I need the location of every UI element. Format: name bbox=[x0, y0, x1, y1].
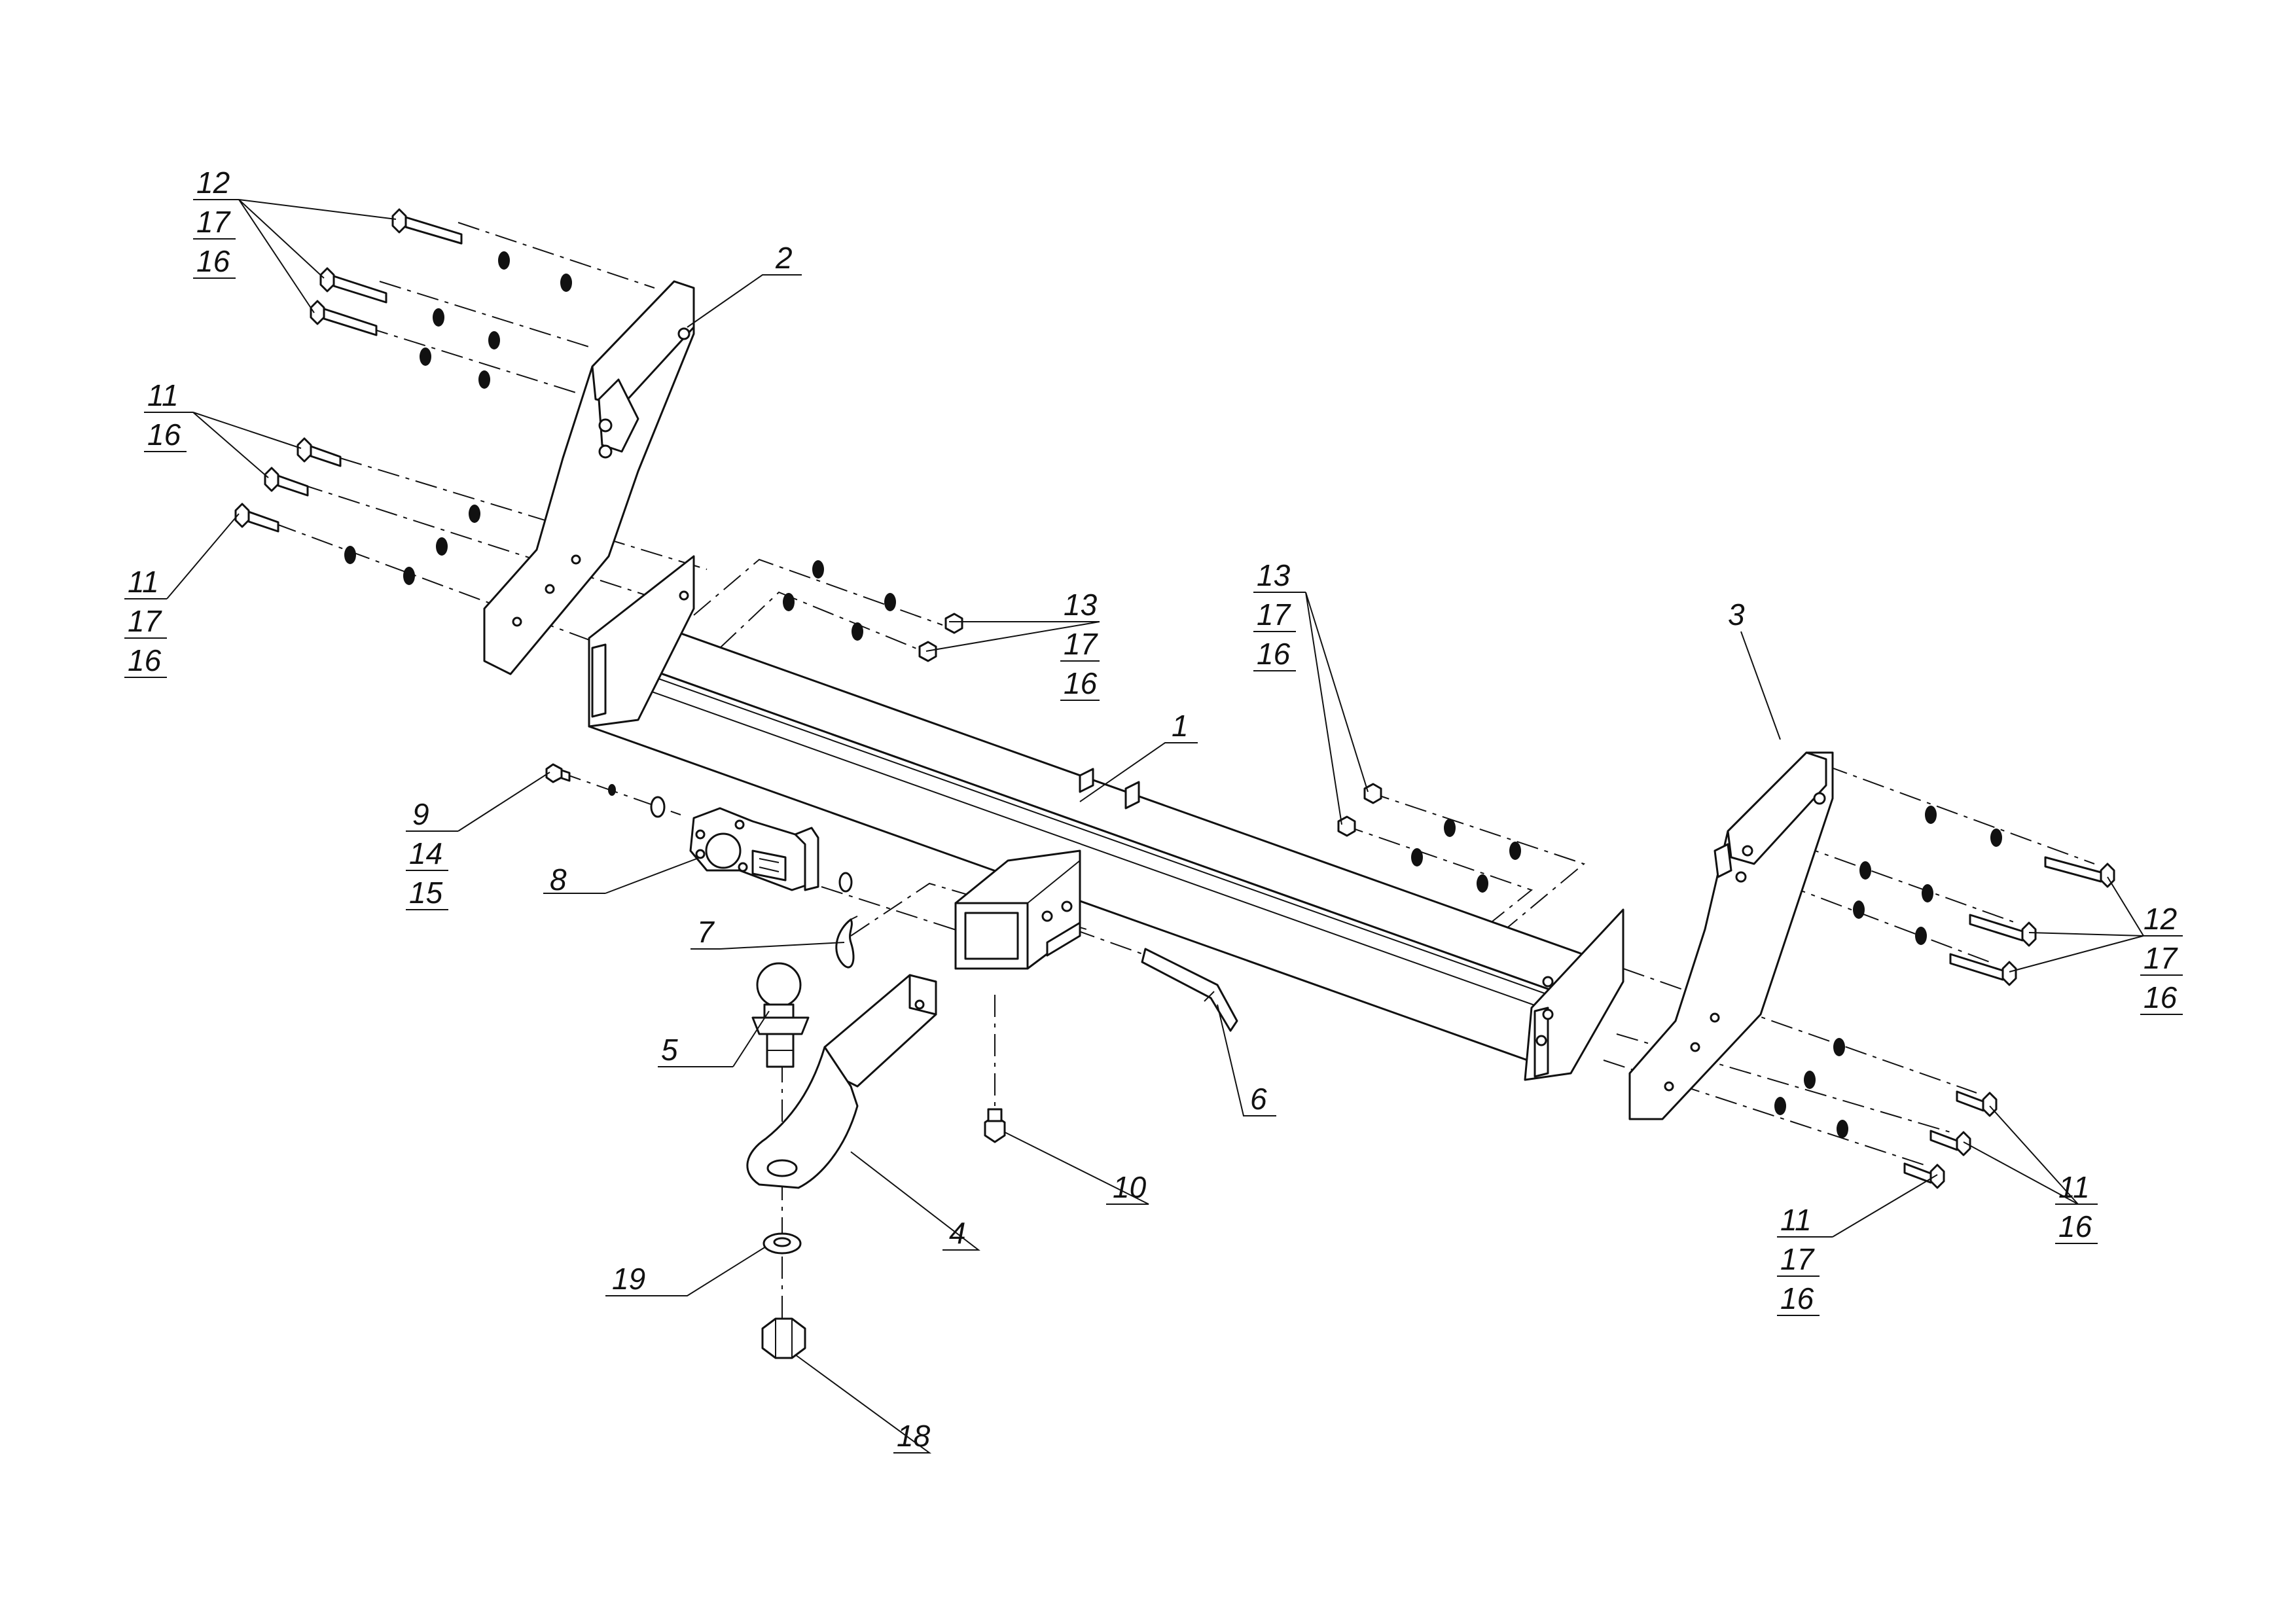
callout-12-line-3: 16 bbox=[128, 643, 162, 677]
callout-6: 6 bbox=[1244, 1082, 1276, 1116]
callout-11-16-right: 11 16 bbox=[2055, 1170, 2098, 1244]
callout-14-line-1: 13 bbox=[1064, 588, 1098, 622]
callout-13-line-1: 12 bbox=[196, 166, 230, 200]
callout-11-17-16-right: 11 17 16 bbox=[1777, 1203, 1833, 1316]
callout-1: 1 bbox=[1165, 709, 1198, 743]
ball-mount bbox=[746, 974, 937, 1189]
nut-18 bbox=[761, 1317, 806, 1359]
callout-19: 19 bbox=[605, 1262, 687, 1296]
washers bbox=[344, 251, 2002, 1138]
callout-10: 10 bbox=[1106, 1170, 1149, 1205]
tow-ball bbox=[751, 962, 810, 1068]
nuts bbox=[918, 613, 1382, 837]
callout-11-line-2: 16 bbox=[147, 418, 181, 452]
r-clip bbox=[835, 916, 858, 969]
callout-12-line-1: 11 bbox=[128, 565, 159, 599]
callout-2-line-1: 2 bbox=[775, 241, 793, 275]
callout-17-line-1: 11 bbox=[2058, 1170, 2090, 1204]
callout-16-line-3: 16 bbox=[2144, 980, 2178, 1014]
callout-9: 9 14 15 bbox=[406, 797, 458, 910]
callout-12-line-2: 17 bbox=[128, 604, 162, 638]
callout-19-line-1: 18 bbox=[897, 1419, 931, 1453]
callout-11-line-1: 11 bbox=[147, 378, 179, 412]
receiver-tube bbox=[954, 849, 1081, 970]
callout-16-line-2: 17 bbox=[2144, 941, 2178, 975]
socket-plate bbox=[545, 763, 819, 891]
callout-10-line-1: 10 bbox=[1113, 1170, 1147, 1204]
callout-17-line-2: 16 bbox=[2058, 1209, 2092, 1243]
callout-18-line-3: 16 bbox=[1780, 1281, 1814, 1315]
callout-7: 7 bbox=[691, 915, 720, 950]
washer-19 bbox=[762, 1232, 802, 1255]
callout-4: 4 bbox=[942, 1216, 978, 1251]
callout-9-line-3: 15 bbox=[409, 876, 443, 910]
bolts bbox=[234, 208, 2115, 1189]
callout-15-line-2: 17 bbox=[1257, 597, 1291, 632]
callout-6-line-1: 6 bbox=[1250, 1082, 1267, 1116]
callout-18: 18 bbox=[893, 1419, 931, 1454]
callout-14-line-3: 16 bbox=[1064, 666, 1098, 700]
leader-lines bbox=[166, 199, 2144, 1454]
callout-15-line-3: 16 bbox=[1257, 637, 1291, 671]
callout-18-line-1: 11 bbox=[1780, 1203, 1812, 1237]
callout-11-17-16-left: 11 17 16 bbox=[124, 565, 167, 678]
callout-13-17-16-center: 13 17 16 bbox=[1253, 558, 1306, 671]
callout-5-line-1: 5 bbox=[661, 1033, 678, 1067]
callout-20-line-1: 19 bbox=[612, 1262, 645, 1296]
callout-4-line-1: 4 bbox=[949, 1216, 966, 1250]
callout-18-line-2: 17 bbox=[1780, 1242, 1815, 1276]
left-bracket bbox=[483, 280, 695, 675]
callout-8: 8 bbox=[543, 863, 605, 897]
callout-8-line-1: 8 bbox=[550, 863, 567, 897]
callout-12-17-16-right: 12 17 16 bbox=[2140, 902, 2183, 1015]
callout-labels: 1 2 3 4 5 6 7 8 9 bbox=[124, 166, 2183, 1454]
bolt-10 bbox=[984, 1108, 1006, 1143]
callout-3-line-1: 3 bbox=[1728, 597, 1745, 632]
callout-14-line-2: 17 bbox=[1064, 627, 1098, 661]
callout-15-line-1: 13 bbox=[1257, 558, 1291, 592]
callout-16-line-1: 12 bbox=[2144, 902, 2177, 936]
callout-1-line-1: 1 bbox=[1172, 709, 1189, 743]
callout-5: 5 bbox=[658, 1033, 733, 1067]
hitch-pin bbox=[1141, 948, 1238, 1032]
callout-13-line-3: 16 bbox=[196, 244, 230, 278]
callout-12-17-16-left: 12 17 16 bbox=[193, 166, 239, 279]
callout-9-line-1: 9 bbox=[412, 797, 429, 831]
callout-7-line-1: 7 bbox=[697, 915, 715, 949]
right-bracket bbox=[1628, 751, 1834, 1120]
callout-3: 3 bbox=[1728, 597, 1745, 632]
callout-13-17-16-left: 13 17 16 bbox=[1060, 588, 1100, 701]
callout-2: 2 bbox=[762, 241, 802, 276]
callout-11-16-left: 11 16 bbox=[144, 378, 193, 452]
callout-9-line-2: 14 bbox=[409, 836, 442, 870]
callout-13-line-2: 17 bbox=[196, 205, 231, 239]
